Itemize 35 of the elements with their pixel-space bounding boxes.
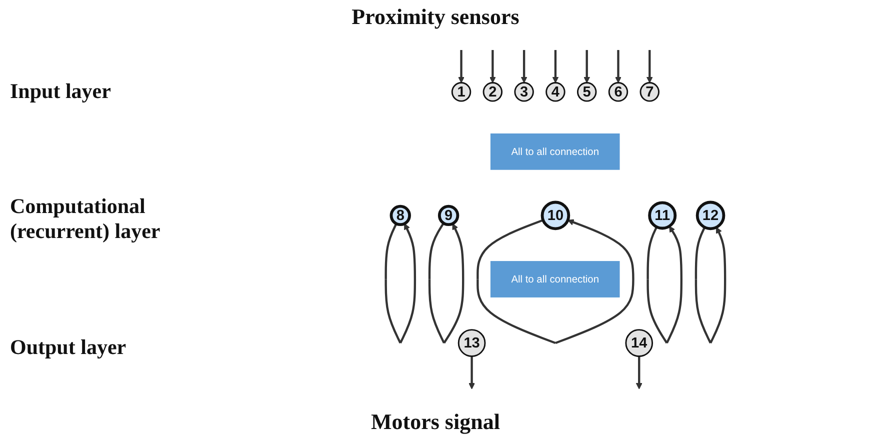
node-circle: 1: [451, 82, 472, 102]
arrow: [458, 50, 465, 84]
node-circle: 5: [577, 82, 597, 102]
node-circle: 8: [390, 204, 412, 226]
arrow: [584, 50, 590, 84]
node-circle: 14: [625, 329, 654, 357]
node-circle: 6: [608, 82, 628, 102]
node-circle: 3: [514, 82, 534, 102]
arrow: [468, 356, 476, 390]
arrow: [646, 50, 653, 84]
arrow: [428, 222, 464, 344]
node-circle: 7: [640, 82, 660, 102]
arrow: [552, 50, 559, 84]
node-circle: 9: [438, 204, 460, 226]
arrow: [384, 223, 416, 344]
arrow: [490, 50, 496, 84]
layer-label: Input layer: [10, 79, 112, 104]
node-circle: 2: [482, 82, 503, 102]
node-circle: 12: [696, 200, 726, 230]
arrow: [694, 226, 726, 344]
arrow: [615, 50, 622, 84]
motor-heading: Motors signal: [371, 409, 500, 435]
layer-label: Output layer: [10, 334, 128, 360]
node-circle: 11: [648, 201, 677, 230]
node-circle: 10: [540, 200, 570, 230]
arrow: [520, 50, 528, 84]
node-circle: 4: [546, 82, 566, 102]
arrow: [476, 219, 634, 344]
layer-label: Computational (recurrent) layer: [10, 194, 162, 244]
node-box: All to all connection: [490, 261, 620, 298]
arrow: [636, 356, 642, 390]
node-box: All to all connection: [490, 133, 620, 170]
arrow: [646, 226, 683, 344]
sensor-heading: Proximity sensors: [352, 4, 520, 30]
node-circle: 13: [458, 329, 486, 357]
